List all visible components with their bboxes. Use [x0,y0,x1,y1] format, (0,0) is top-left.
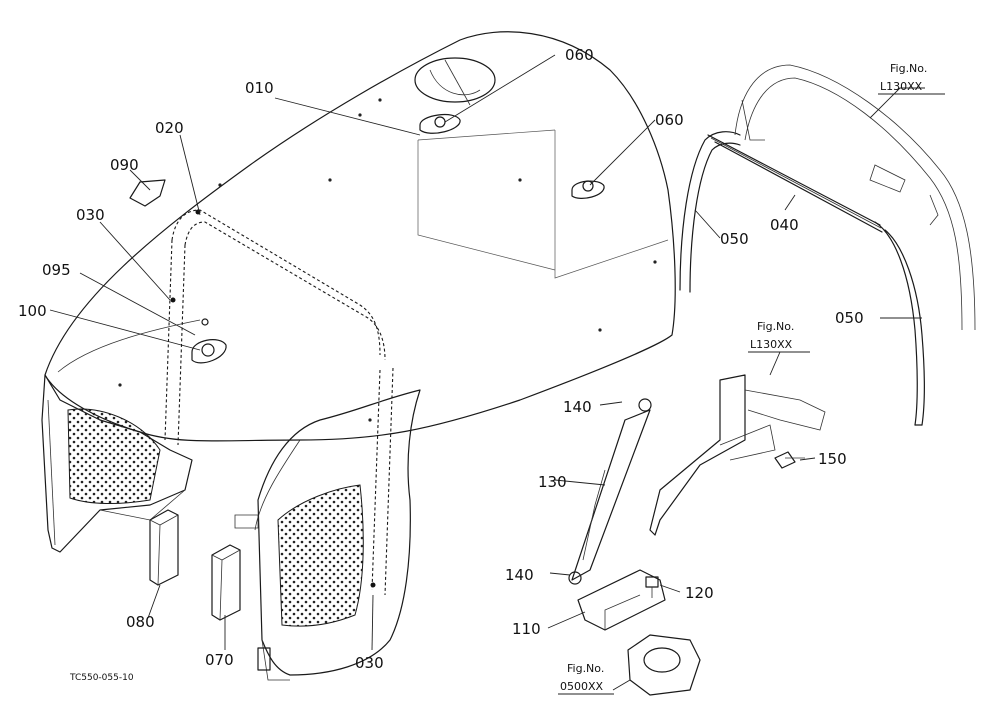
seal-strip-050-right [874,221,925,426]
part-label-030: 030 [355,654,384,672]
left-side-panel [41,374,193,553]
part-label-060: 060 [655,111,684,129]
pad-070 [211,544,241,621]
upper-bracket [649,374,826,536]
drawing-code: TC550-055-10 [69,673,134,683]
figure-ref-number: 0500XX [560,680,604,693]
right-side-panel [234,389,421,681]
figure-ref-top-right: Fig.No. L130XX [878,62,945,95]
leader-lines [49,54,925,691]
part-label-110: 110 [512,620,541,638]
figure-ref-number: L130XX [750,338,793,351]
part-label-090: 090 [110,156,139,174]
seal-strip-050-left [679,131,741,293]
part-label-050: 050 [720,230,749,248]
gas-strut [568,398,652,585]
figure-ref-number: L130XX [880,80,923,93]
grommet-100 [191,318,227,364]
part-label-120: 120 [685,584,714,602]
part-label-080: 080 [126,613,155,631]
bolt-150 [774,451,805,469]
part-label-060: 060 [565,46,594,64]
figure-ref-bottom: Fig.No. 0500XX [558,662,614,695]
part-label-130: 130 [538,473,567,491]
frame-040 [707,134,883,233]
part-label-070: 070 [205,651,234,669]
pad-080 [149,509,179,586]
part-label-140: 140 [505,566,534,584]
part-labels: 010 020 030 030 040 050 050 060 060 070 … [18,46,864,672]
part-label-030: 030 [76,206,105,224]
figure-ref-caption: Fig.No. [757,320,794,333]
pad-090 [129,179,166,207]
part-label-050: 050 [835,309,864,327]
part-label-095: 095 [42,261,71,279]
part-label-020: 020 [155,119,184,137]
grommet-lower [571,180,605,199]
part-label-140: 140 [563,398,592,416]
cabin-frame [734,64,976,331]
figure-ref-middle: Fig.No. L130XX [748,320,810,353]
bracket-110 [577,569,666,631]
part-label-040: 040 [770,216,799,234]
figure-ref-caption: Fig.No. [890,62,927,75]
grommet-upper [419,113,461,134]
engine-part [627,634,701,696]
part-label-010: 010 [245,79,274,97]
hood [44,31,676,531]
part-label-100: 100 [18,302,47,320]
part-label-150: 150 [818,450,847,468]
figure-ref-caption: Fig.No. [567,662,604,675]
bolt-120 [645,576,659,598]
